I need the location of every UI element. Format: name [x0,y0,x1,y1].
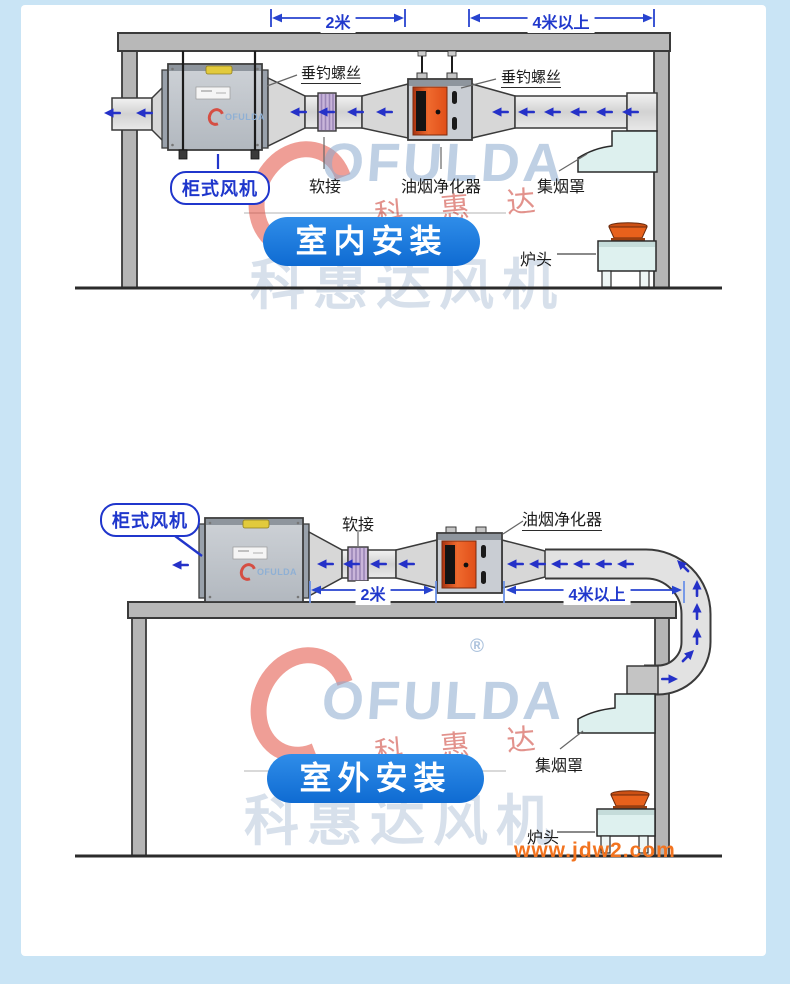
fan-unit-logo: OFULDA [205,105,265,129]
indoor-purifier [407,50,473,141]
outdoor-purifier-label: 油烟净化器 [521,512,603,531]
indoor-dim-4m: 4米以上 [527,9,595,33]
indoor-screw-label-right: 垂钓螺丝 [500,69,562,88]
indoor-fan-label: 柜式风机 [170,171,270,205]
site-watermark: www.jdw2.com [514,839,676,862]
indoor-title: 室内安装 [263,217,480,266]
outdoor-soft-joint-label: 软接 [341,517,375,534]
outdoor-title: 室外安装 [267,754,484,803]
outdoor-stove-label: 炉头 [526,830,560,847]
outdoor-structure [75,601,722,858]
outdoor-hood-label: 集烟罩 [534,758,584,775]
indoor-screw-label-left: 垂钓螺丝 [300,65,362,84]
outdoor-purifier [436,526,503,594]
outdoor-hood [577,693,656,734]
brand-c-icon [205,105,227,129]
outdoor-left-wall [131,617,147,857]
outdoor-cabinet-fan [198,517,310,603]
brand-c-icon [237,560,259,584]
indoor-soft-joint-label: 软接 [308,179,342,196]
fan-yellow-label [205,65,233,75]
fan-name-plate [232,546,268,560]
fan-yellow-label [242,519,270,529]
indoor-pointer-lines [216,74,596,255]
indoor-left-post [121,35,138,289]
indoor-dim-2m: 2米 [320,9,356,33]
outdoor-dim-2m: 2米 [355,581,391,605]
outdoor-roof-beam [127,601,677,619]
fan-unit-logo: OFULDA [237,560,297,584]
fan-name-plate [195,86,231,100]
indoor-ceiling-beam [117,32,671,52]
indoor-stove-label: 炉头 [519,252,553,269]
indoor-stove [597,222,657,288]
indoor-purifier-label: 油烟净化器 [400,179,482,196]
outdoor-dim-4m: 4米以上 [563,581,631,605]
fan-unit-logo-text: OFULDA [257,567,297,577]
wall-duct-connector [626,665,659,695]
outdoor-right-wall [654,617,670,857]
registered-mark-outdoor: ® [470,636,484,657]
fan-unit-logo-text: OFULDA [225,112,265,122]
indoor-hood-label: 集烟罩 [536,179,586,196]
indoor-hood [577,130,658,173]
watermark-line-indoor [244,212,506,214]
outdoor-fan-label: 柜式风机 [100,503,200,537]
outdoor-stove [596,790,656,854]
indoor-cabinet-fan [161,51,269,160]
